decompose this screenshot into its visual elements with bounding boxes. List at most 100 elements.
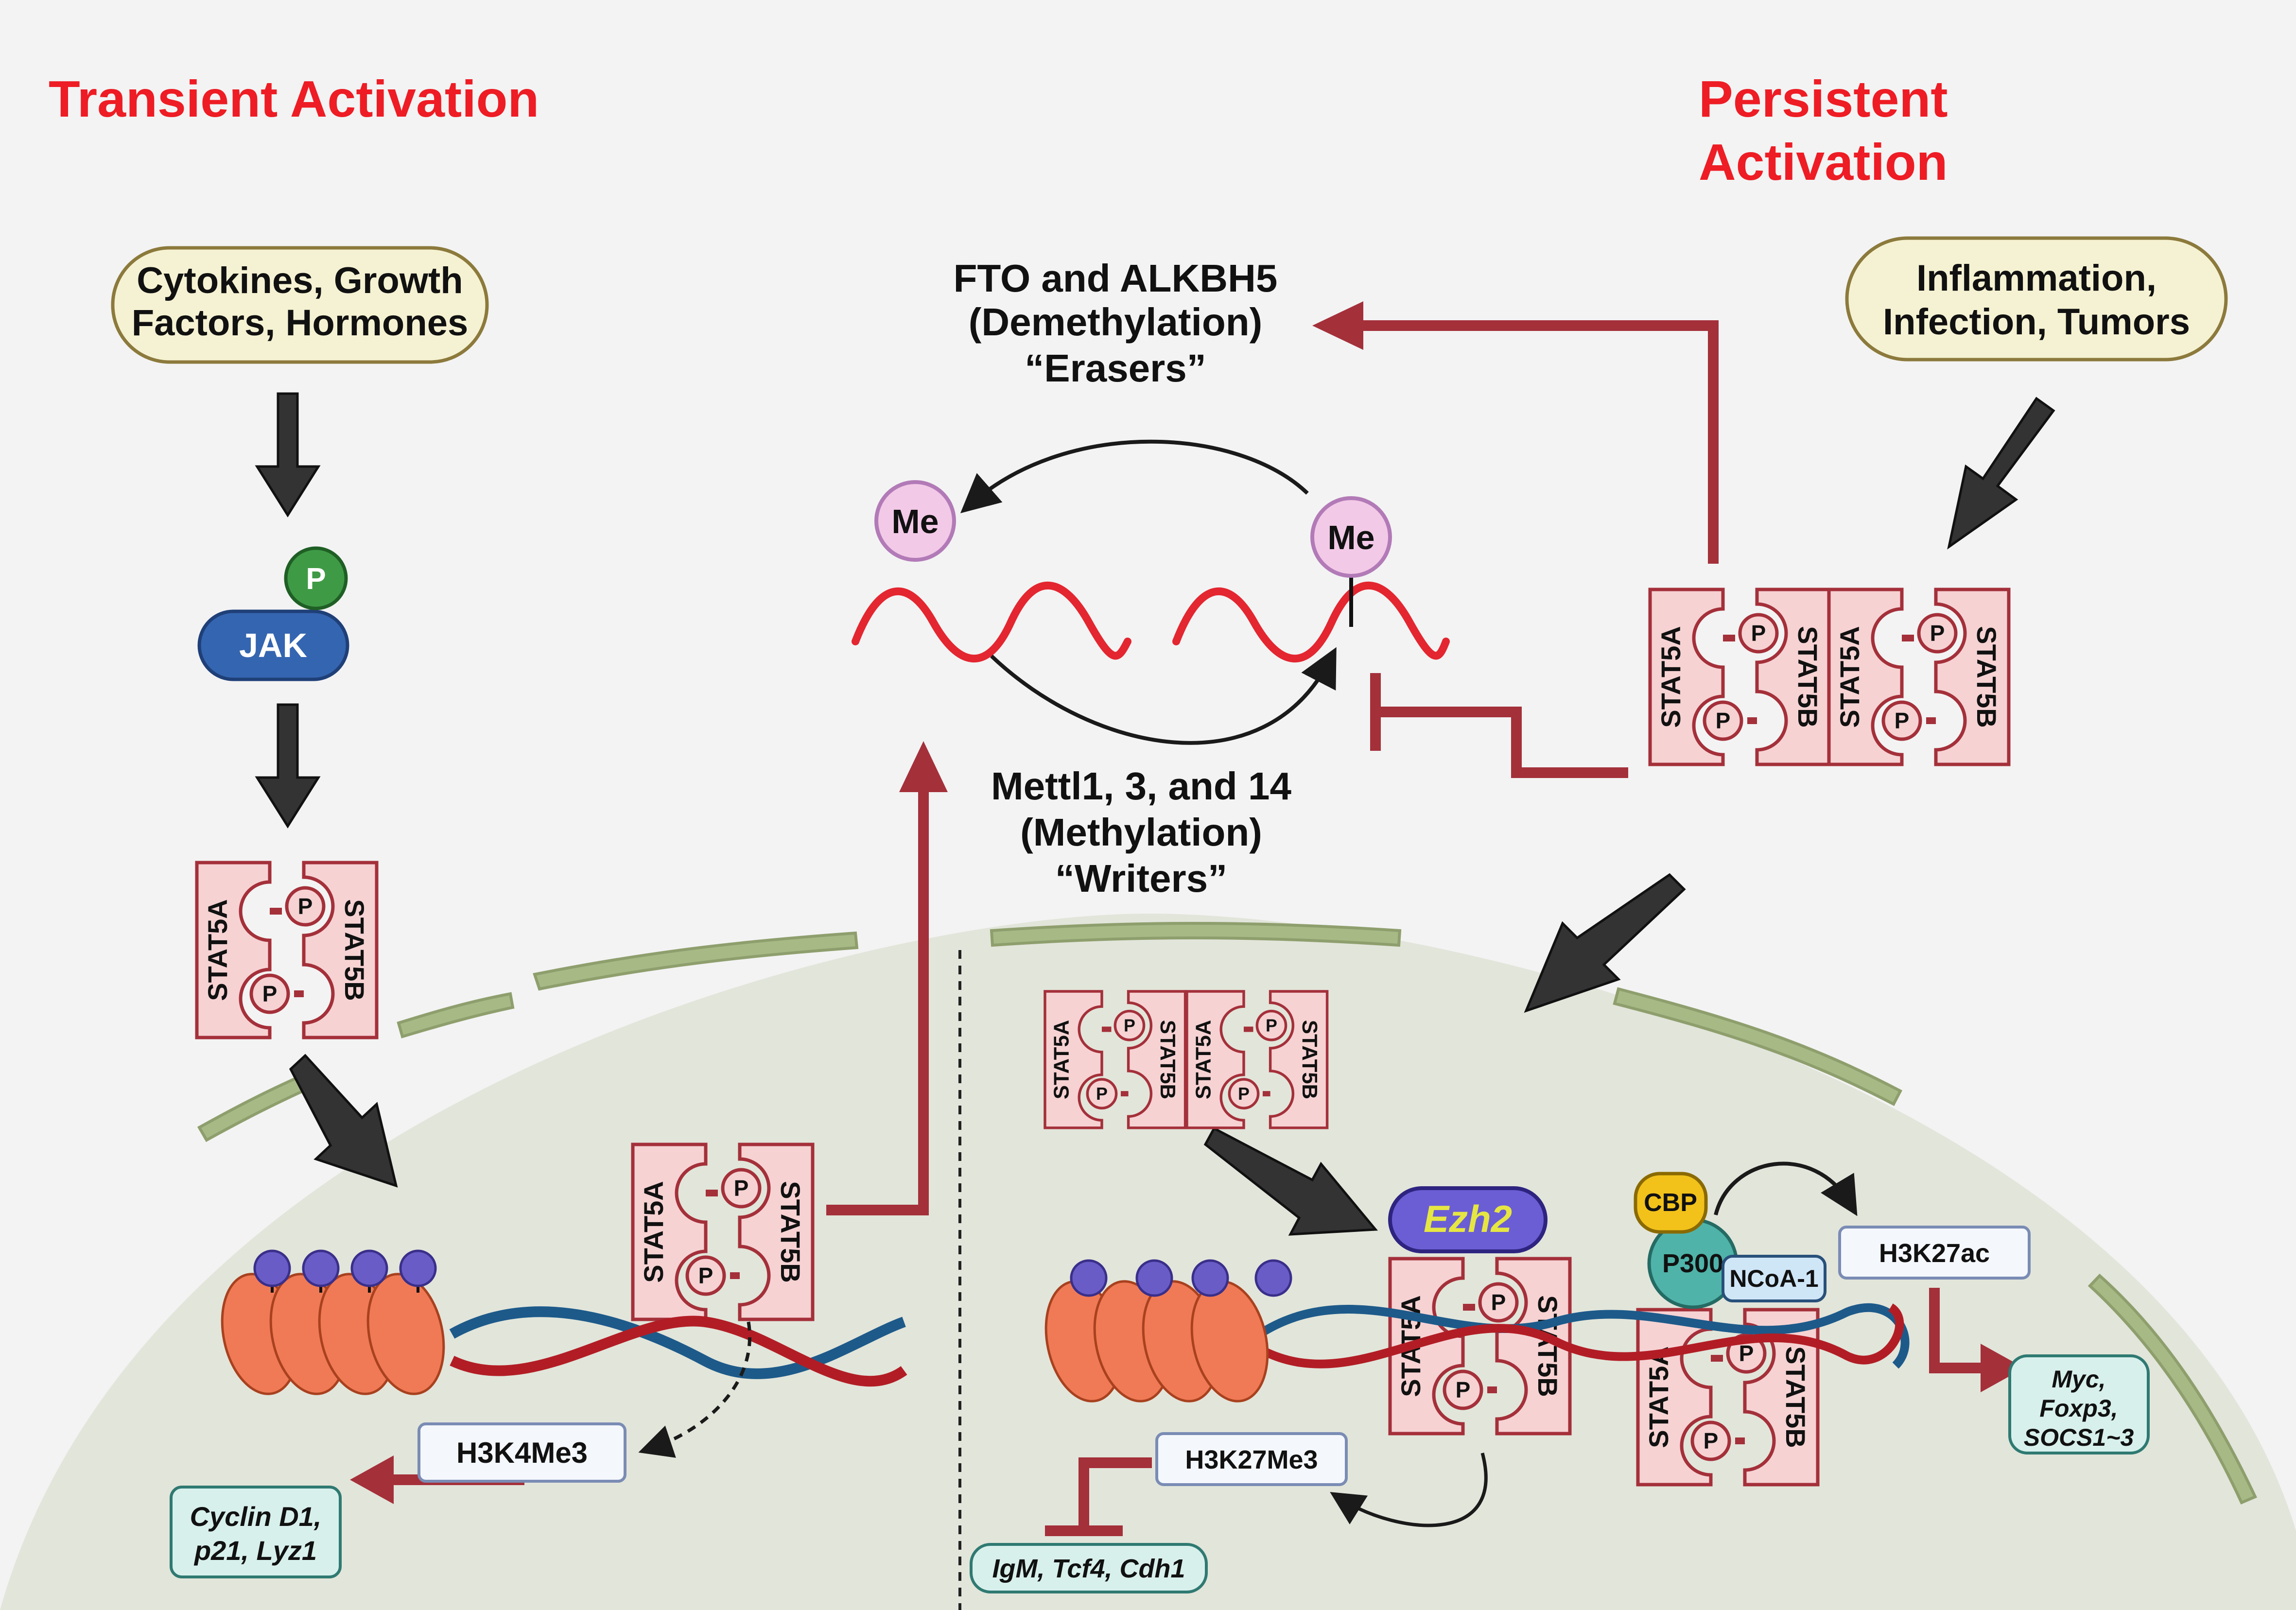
maroon-arrow-to-erasers	[1312, 301, 1719, 564]
stat-dimer-persistent-1: STAT5A STAT5B P P	[1650, 589, 1830, 764]
h3k27ac-box: H3K27ac	[1838, 1226, 2031, 1280]
methyl-group-right: Me	[1310, 496, 1392, 578]
maroon-inhibitor-writers	[1370, 673, 1628, 778]
maroon-arrow-right-genes	[1929, 1288, 2024, 1392]
stat5a-label: STAT5A	[1049, 1020, 1073, 1099]
gene-right-line1: Myc,	[2052, 1366, 2105, 1393]
black-arrow-1	[255, 392, 321, 518]
gene-left-line2: p21, Lyz1	[193, 1535, 317, 1566]
stat5a-label: STAT5A	[1643, 1346, 1674, 1448]
dashed-arrow-h3k4me3	[638, 1321, 751, 1458]
rna-methylated	[1172, 581, 1450, 663]
acetylation-arrow	[1714, 1161, 1858, 1216]
black-arrow-3	[289, 1054, 398, 1188]
methyl-label-right: Me	[1327, 519, 1374, 556]
gene-right-line3: SOCS1~3	[2024, 1424, 2134, 1451]
stat5a-label: STAT5A	[1191, 1020, 1215, 1099]
gene-repressed-label: IgM, Tcf4, Cdh1	[992, 1554, 1185, 1583]
stat-dimer-nucleus-r1: STAT5A STAT5B P P	[1045, 991, 1185, 1128]
gene-left-line1: Cyclin D1,	[190, 1501, 322, 1532]
phospho-label-top: P	[1751, 621, 1766, 646]
writers-line3: “Writers”	[1055, 857, 1227, 900]
ezh2-complex: Ezh2	[1388, 1186, 1548, 1253]
stat5a-label: STAT5A	[1655, 626, 1686, 727]
chromatin-left	[221, 1249, 907, 1395]
erasers-line2: (Demethylation)	[969, 300, 1263, 344]
stat5b-label: STAT5B	[1792, 626, 1823, 727]
methyl-label-left: Me	[891, 502, 939, 540]
phospho-label-top: P	[1739, 1341, 1754, 1366]
demethylation-arrow	[960, 439, 1309, 514]
black-arrow-5	[1524, 873, 1686, 1013]
jak-phospho-label: P	[306, 562, 326, 596]
phospho-label-bottom: P	[1096, 1084, 1108, 1104]
ezh2-label: Ezh2	[1424, 1197, 1512, 1240]
writers-line2: (Methylation)	[1020, 811, 1262, 854]
stat5b-label: STAT5B	[1780, 1346, 1811, 1448]
gene-box-repressed: IgM, Tcf4, Cdh1	[970, 1543, 1208, 1593]
chromatin-right	[1044, 1259, 1910, 1402]
phospho-label-top: P	[1491, 1290, 1506, 1315]
stat-dimer-p300-bound: STAT5A STAT5B P P	[1638, 1310, 1818, 1485]
phospho-label-bottom: P	[698, 1263, 713, 1288]
h3k4me3-box: H3K4Me3	[417, 1422, 626, 1483]
methylation-arrow	[990, 647, 1337, 745]
phospho-label-bottom: P	[1895, 708, 1910, 733]
input-pill-left: Cytokines, Growth Factors, Hormones	[111, 246, 489, 364]
cbp-label: CBP	[1644, 1189, 1697, 1217]
stat5b-label: STAT5B	[1298, 1020, 1322, 1099]
stat5b-label: STAT5B	[1156, 1020, 1180, 1099]
stat5a-label: STAT5A	[202, 899, 233, 1001]
maroon-arrow-up-nucleus	[826, 741, 948, 1215]
h3k27me3-box: H3K27Me3	[1155, 1432, 1348, 1486]
black-arrow-6	[1203, 1126, 1378, 1236]
jak-kinase: JAK P	[197, 546, 349, 681]
phospho-label-bottom: P	[1238, 1084, 1250, 1104]
title-persistent-line1: Persistent	[1699, 70, 1948, 128]
rna-strands	[852, 581, 1450, 663]
arrow-h3k27me3	[1330, 1453, 1488, 1527]
methyl-group-left: Me	[874, 480, 956, 562]
phospho-label-bottom: P	[262, 981, 278, 1006]
erasers-line1: FTO and ALKBH5	[954, 257, 1278, 300]
phospho-label-top: P	[1930, 621, 1945, 646]
black-arrow-4	[1947, 397, 2055, 550]
black-arrow-2	[255, 703, 321, 829]
nuclear-membrane	[197, 922, 2258, 1505]
p300-label: P300	[1662, 1249, 1723, 1278]
coactivator-complex: P300 CBP NCoA-1	[1634, 1172, 1826, 1309]
phospho-label-bottom: P	[1716, 708, 1731, 733]
phospho-label-bottom: P	[1704, 1428, 1719, 1454]
gene-box-left: Cyclin D1, p21, Lyz1	[170, 1486, 342, 1578]
phospho-label-top: P	[1124, 1016, 1135, 1036]
title-transient: Transient Activation	[49, 70, 539, 128]
stat-dimer-cytoplasm-left: STAT5A STAT5B P P	[197, 863, 377, 1038]
h3k27ac-label: H3K27ac	[1879, 1239, 1990, 1268]
title-persistent-line2: Activation	[1699, 134, 1948, 191]
stat5b-label: STAT5B	[1971, 626, 2002, 727]
h3k4me3-label: H3K4Me3	[456, 1437, 588, 1469]
erasers-line3: “Erasers”	[1025, 346, 1206, 390]
stat5b-label: STAT5B	[775, 1181, 806, 1282]
input-left-line2: Factors, Hormones	[132, 302, 469, 344]
rna-unmethylated	[852, 581, 1131, 663]
phospho-label-top: P	[298, 894, 313, 919]
phospho-label-top: P	[734, 1176, 749, 1201]
gene-box-right: Myc, Foxp3, SOCS1~3	[2008, 1354, 2150, 1454]
jak-label: JAK	[239, 626, 307, 664]
phospho-label-top: P	[1266, 1016, 1277, 1036]
stat-dimer-nucleus-left: STAT5A STAT5B P P	[633, 1144, 813, 1319]
stat5b-label: STAT5B	[339, 899, 370, 1001]
input-pill-right: Inflammation, Infection, Tumors	[1845, 236, 2228, 362]
ncoa1-label: NCoA-1	[1729, 1265, 1818, 1292]
maroon-inhibitor-repressed	[1045, 1457, 1152, 1536]
stat-dimer-nucleus-r2: STAT5A STAT5B P P	[1187, 991, 1327, 1128]
input-right-line1: Inflammation,	[1916, 258, 2157, 299]
input-left-line1: Cytokines, Growth	[137, 260, 463, 301]
gene-right-line2: Foxp3,	[2039, 1395, 2118, 1422]
h3k27me3-label: H3K27Me3	[1185, 1445, 1318, 1474]
phospho-label-bottom: P	[1456, 1377, 1471, 1402]
stat5a-label: STAT5A	[638, 1181, 669, 1282]
